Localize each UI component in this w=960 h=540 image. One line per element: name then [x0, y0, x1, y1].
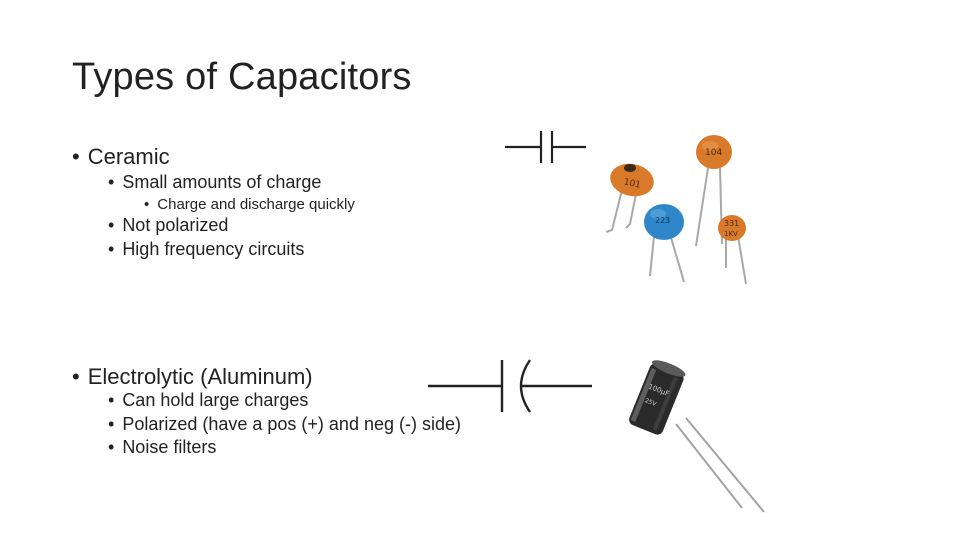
- cap-label-223: 223: [655, 216, 670, 225]
- bullet-electrolytic-1: •Can hold large charges: [108, 390, 309, 410]
- electrolytic-point: Polarized (have a pos (+) and neg (-) si…: [122, 414, 461, 434]
- ceramic-capacitors-image: 104 101 223 331 1KV: [605, 135, 747, 285]
- ceramic-point: Small amounts of charge: [122, 172, 322, 192]
- bullet-electrolytic: •Electrolytic (Aluminum): [72, 364, 313, 389]
- bullet-ceramic-sub: •Charge and discharge quickly: [144, 196, 355, 213]
- bullet-electrolytic-2: •Polarized (have a pos (+) and neg (-) s…: [108, 414, 461, 434]
- bullet-ceramic-1: •Small amounts of charge: [108, 172, 322, 192]
- ceramic-capacitor-symbol: [505, 131, 586, 163]
- ceramic-subpoint: Charge and discharge quickly: [157, 196, 355, 213]
- cap-label-1kv: 1KV: [724, 230, 738, 238]
- bullet-ceramic-2: •Not polarized: [108, 215, 229, 235]
- bullet-ceramic-3: •High frequency circuits: [108, 239, 305, 259]
- cap-label-104: 104: [705, 148, 722, 158]
- ceramic-point: High frequency circuits: [122, 239, 305, 259]
- electrolytic-point: Noise filters: [122, 437, 217, 457]
- electrolytic-capacitor-image: 100μF 25V: [629, 360, 765, 513]
- bullet-ceramic: • Ceramic: [72, 144, 170, 170]
- ceramic-heading: Ceramic: [87, 144, 170, 169]
- ceramic-point: Not polarized: [122, 215, 229, 235]
- electrolytic-capacitor-symbol: [428, 359, 592, 413]
- cap-label-101: 101: [623, 177, 642, 190]
- slide-title: Types of Capacitors: [72, 56, 412, 98]
- electrolytic-marking: 25V: [644, 397, 658, 408]
- electrolytic-heading: Electrolytic (Aluminum): [87, 364, 313, 389]
- cap-label-331: 331: [724, 219, 739, 228]
- electrolytic-point: Can hold large charges: [122, 390, 309, 410]
- bullet-electrolytic-3: •Noise filters: [108, 437, 217, 457]
- bullet-dot: •: [72, 144, 80, 169]
